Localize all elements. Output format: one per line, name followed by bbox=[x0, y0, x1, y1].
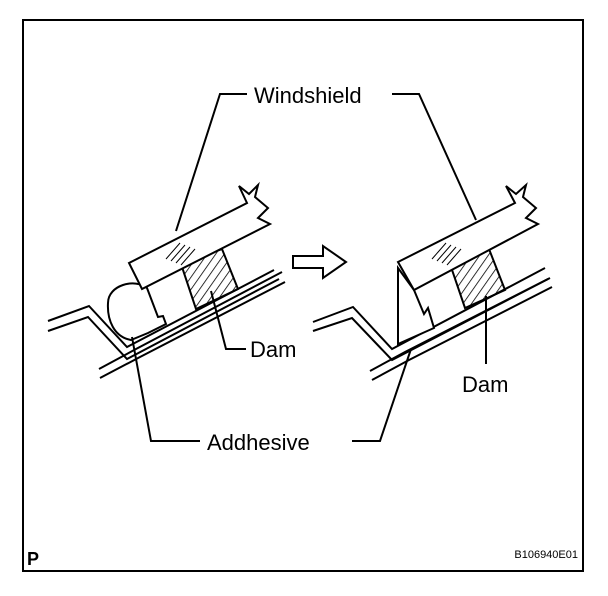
left-body-panel bbox=[47, 269, 286, 379]
dam-label-left: Dam bbox=[250, 337, 296, 362]
leader-lines bbox=[131, 93, 487, 442]
right-glass-shine bbox=[431, 242, 462, 266]
right-windshield-glass bbox=[396, 182, 541, 292]
left-adhesive-bead bbox=[106, 282, 168, 342]
right-arrow-icon bbox=[292, 244, 348, 280]
figure-code: B106940E01 bbox=[514, 549, 578, 561]
dam-label-right: Dam bbox=[462, 372, 508, 397]
left-glass-shine bbox=[165, 242, 196, 266]
adhesive-label: Addhesive bbox=[207, 430, 310, 455]
right-body-panel bbox=[312, 267, 553, 381]
left-windshield-glass bbox=[127, 181, 273, 291]
corner-mark: P bbox=[27, 549, 39, 569]
windshield-label: Windshield bbox=[254, 83, 362, 108]
